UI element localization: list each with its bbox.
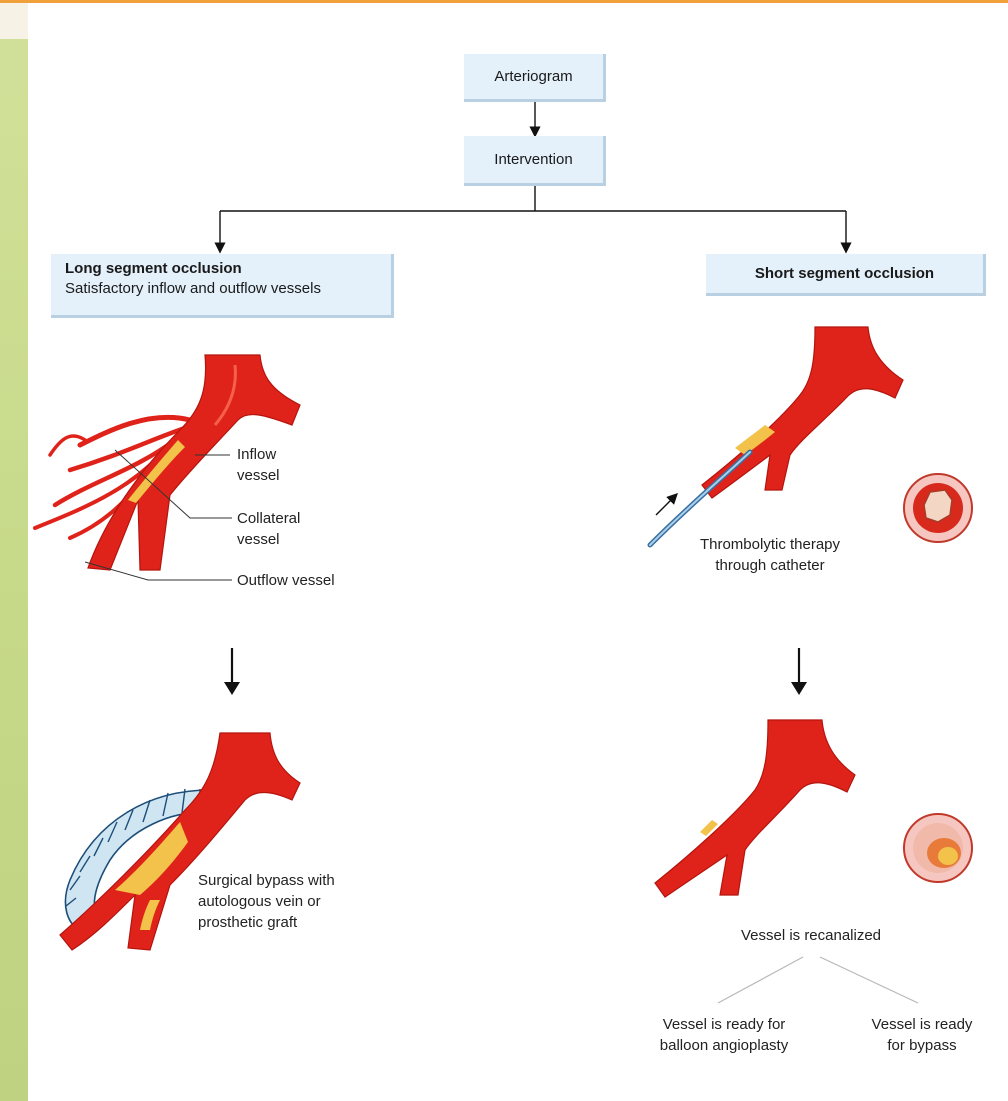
angioplasty-label-line1: Vessel is ready for — [644, 1014, 804, 1035]
recanalized-artery-illustration — [655, 720, 972, 897]
therapy-label-line2: through catheter — [676, 555, 864, 576]
bypass-label-line1: Surgical bypass with — [198, 870, 335, 891]
outflow-vessel-label: Outflow vessel — [237, 570, 335, 591]
inflow-label-line2: vessel — [237, 465, 280, 486]
outcome-bypass-label: Vessel is ready for bypass — [852, 1014, 992, 1056]
outcome-angioplasty-label: Vessel is ready for balloon angioplasty — [644, 1014, 804, 1056]
inflow-vessel-label: Inflow vessel — [237, 444, 280, 486]
cross-section-recanalized — [904, 814, 972, 882]
bypass-ready-label-line1: Vessel is ready — [852, 1014, 992, 1035]
collateral-label-line1: Collateral — [237, 508, 300, 529]
inflow-label-line1: Inflow — [237, 444, 280, 465]
bypass-label-line3: prosthetic graft — [198, 912, 335, 933]
long-segment-box: Long segment occlusion Satisfactory infl… — [51, 254, 394, 318]
connector-outcome-left — [718, 957, 803, 1003]
short-segment-title: Short segment occlusion — [755, 265, 934, 282]
down-arrow-left — [224, 648, 240, 695]
surgical-bypass-label: Surgical bypass with autologous vein or … — [198, 870, 335, 933]
intervention-box: Intervention — [464, 136, 606, 186]
bypass-label-line2: autologous vein or — [198, 891, 335, 912]
arteriogram-label: Arteriogram — [494, 68, 572, 85]
long-segment-title: Long segment occlusion — [65, 260, 377, 277]
down-arrow-right — [791, 648, 807, 695]
thrombolysis-artery-illustration — [650, 327, 972, 545]
angioplasty-label-line2: balloon angioplasty — [644, 1035, 804, 1056]
arteriogram-box: Arteriogram — [464, 54, 606, 102]
collateral-label-line2: vessel — [237, 529, 300, 550]
long-segment-subtitle: Satisfactory inflow and outflow vessels — [65, 280, 377, 297]
thrombolytic-therapy-label: Thrombolytic therapy through catheter — [676, 534, 864, 576]
short-segment-box: Short segment occlusion — [706, 254, 986, 296]
bypass-ready-label-line2: for bypass — [852, 1035, 992, 1056]
cross-section-occluded — [904, 474, 972, 542]
connector-outcome-right — [820, 957, 918, 1003]
recanalized-label: Vessel is recanalized — [708, 925, 914, 946]
therapy-label-line1: Thrombolytic therapy — [676, 534, 864, 555]
collateral-vessel-label: Collateral vessel — [237, 508, 300, 550]
intervention-label: Intervention — [494, 151, 572, 168]
